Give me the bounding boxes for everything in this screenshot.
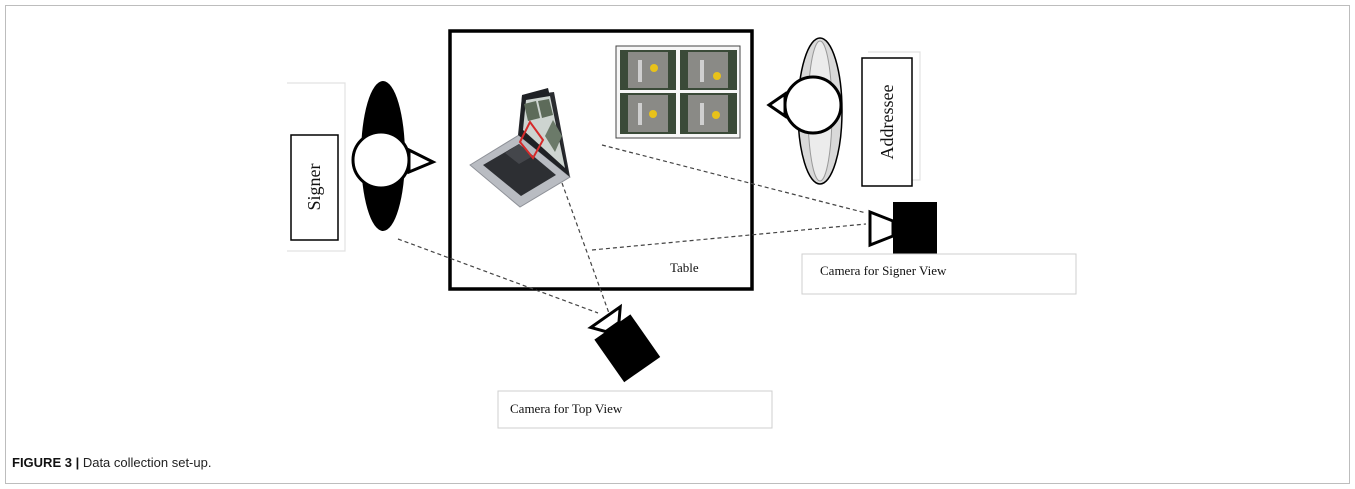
- camera-icon: [868, 202, 937, 254]
- figure-caption-label: FIGURE 3 |: [12, 455, 80, 470]
- figure-caption-text: Data collection set-up.: [82, 455, 212, 470]
- signer-label: Signer: [304, 163, 324, 210]
- camera-signer-view-label: Camera for Signer View: [820, 263, 947, 278]
- signer-label-box: [290, 134, 339, 241]
- camera-top-view-label: Camera for Top View: [510, 401, 623, 416]
- figure-caption: FIGURE 3 | Data collection set-up.: [12, 455, 211, 470]
- table: [448, 29, 754, 291]
- table-label: Table: [670, 260, 699, 275]
- signer-label-panel: Signer: [287, 82, 346, 252]
- laptop-icon: [469, 88, 571, 208]
- addressee-label-panel: Addressee: [861, 51, 921, 187]
- addressee-label-box: [861, 57, 913, 187]
- camera-signer-view-label-box: [801, 253, 1077, 295]
- camera-sight-lines: [397, 144, 867, 317]
- monitor-grid-icon: [615, 45, 741, 139]
- camera-icon: [587, 303, 661, 383]
- camera-top-view-label-box: [497, 390, 773, 429]
- addressee-label: Addressee: [877, 85, 897, 160]
- person-addressee-icon: [766, 37, 843, 185]
- person-signer-icon: [351, 81, 437, 231]
